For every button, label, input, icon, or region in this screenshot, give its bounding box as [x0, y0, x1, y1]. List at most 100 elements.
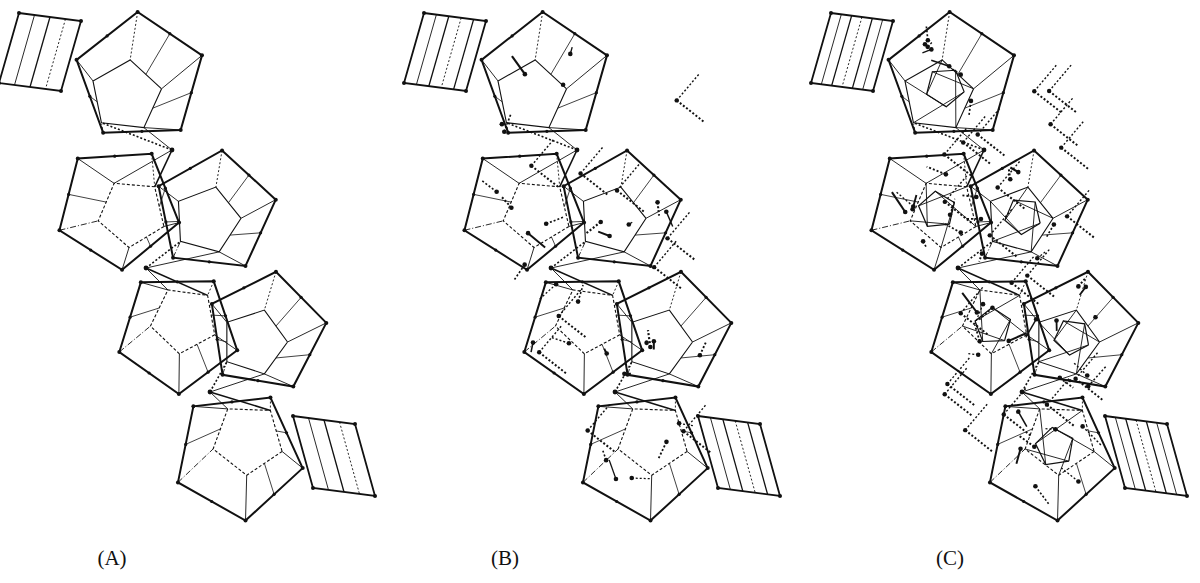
- vertex-dot: [1018, 446, 1023, 451]
- vertex-dot: [926, 38, 931, 43]
- vertex-dot: [604, 458, 609, 463]
- vertex-dot: [311, 486, 315, 490]
- prism-edge: [1136, 420, 1156, 492]
- grid-edge: [1061, 122, 1083, 148]
- prism-edge: [15, 15, 35, 85]
- prism-edge: [669, 374, 698, 387]
- grid-edge: [539, 326, 561, 352]
- vertex-dot: [136, 10, 140, 14]
- vertex-dot: [164, 220, 167, 223]
- prism-edge: [890, 159, 926, 184]
- prism-edge: [535, 12, 543, 60]
- vertex-dot: [615, 188, 619, 192]
- prism-edge: [748, 422, 768, 494]
- vertex-dot: [1001, 167, 1004, 170]
- prism-edge: [613, 281, 619, 295]
- vertex-dot: [729, 321, 733, 325]
- vertex-dot: [1103, 414, 1107, 418]
- vertex-dot: [1073, 377, 1077, 381]
- vertex-dot: [256, 379, 259, 382]
- grid-edge: [998, 188, 1026, 210]
- prism-edge: [635, 233, 666, 235]
- vertex-dot: [829, 11, 833, 15]
- prism-edge: [59, 221, 98, 230]
- vertex-dot: [170, 148, 175, 153]
- prism-edge: [1157, 423, 1177, 495]
- grid-edge: [667, 212, 689, 238]
- inner-pentagon: [632, 310, 693, 374]
- vertex-dot: [976, 352, 981, 357]
- vertex-dot: [1020, 260, 1023, 263]
- grid-edge: [648, 330, 650, 347]
- grid-edge: [978, 109, 1000, 135]
- grid-edge: [1004, 414, 1032, 436]
- pentagon-outline: [464, 154, 584, 270]
- vertex-dot: [522, 350, 526, 354]
- prism-edge: [324, 420, 344, 492]
- fan-edge: [144, 128, 172, 150]
- prism-edge: [1009, 344, 1020, 372]
- prism-edge: [942, 308, 971, 317]
- pentagon-outline: [119, 281, 237, 394]
- vertex-dot: [615, 302, 619, 306]
- vertex-dot: [988, 233, 992, 237]
- grid-edge: [551, 337, 568, 343]
- vertex-dot: [961, 245, 964, 248]
- prism-edge: [1076, 272, 1088, 310]
- grid-edge: [586, 222, 601, 234]
- grid-edge: [1051, 98, 1073, 124]
- vertex-dot: [1052, 222, 1057, 227]
- vertex-dot: [1022, 500, 1025, 503]
- grid-edge: [965, 430, 993, 452]
- grid-edge: [512, 56, 525, 74]
- grid-edge: [482, 181, 497, 192]
- vertex-dot: [190, 91, 193, 94]
- vertex-dot: [640, 348, 644, 352]
- grid-edge: [1061, 148, 1089, 170]
- vertex-dot: [1006, 339, 1011, 344]
- vertex-dot: [1086, 270, 1090, 274]
- star-edge: [1063, 321, 1099, 342]
- prism-edge: [208, 281, 214, 295]
- prism-edge: [166, 221, 180, 223]
- vertex-dot: [942, 152, 946, 156]
- star-edge: [1035, 410, 1082, 443]
- vertex-dot: [1047, 89, 1051, 93]
- vertex-dot: [324, 321, 328, 325]
- vertex-dot: [943, 200, 947, 204]
- prism-edge: [454, 19, 474, 89]
- pentagon-outline: [564, 150, 681, 266]
- vertex-dot: [1047, 348, 1051, 352]
- vertex-dot: [147, 371, 150, 374]
- vertex-dot: [1028, 338, 1031, 341]
- prism-edge: [276, 355, 310, 358]
- inner-pentagon: [98, 183, 164, 247]
- grid-edge: [897, 192, 914, 206]
- vertex-dot: [576, 256, 580, 260]
- vertex-dot: [210, 500, 213, 503]
- vertex-dot: [291, 385, 295, 389]
- vertex-dot: [1036, 314, 1039, 317]
- grid-edge: [609, 460, 616, 479]
- vertex-dot: [59, 89, 63, 93]
- vertex-dot: [661, 379, 664, 382]
- vertex-dot: [235, 348, 239, 352]
- prism-edge: [178, 354, 180, 394]
- fan-edge: [210, 362, 227, 392]
- prism-edge: [1094, 451, 1115, 468]
- grid-edge: [1034, 91, 1062, 113]
- inner-pentagon: [503, 183, 569, 247]
- prism-edge: [990, 449, 1025, 482]
- vertex-dot: [951, 280, 955, 284]
- vertex-dot: [869, 228, 873, 232]
- star-edge: [1039, 322, 1070, 355]
- prism-edge: [178, 449, 213, 482]
- vertex-dot: [149, 245, 152, 248]
- vertex-dot: [179, 128, 183, 132]
- vertex-dot: [117, 350, 121, 354]
- vertex-dot: [67, 193, 70, 196]
- vertex-dot: [402, 81, 406, 85]
- vertex-dot: [581, 480, 585, 484]
- pentagon-outline: [1024, 272, 1138, 387]
